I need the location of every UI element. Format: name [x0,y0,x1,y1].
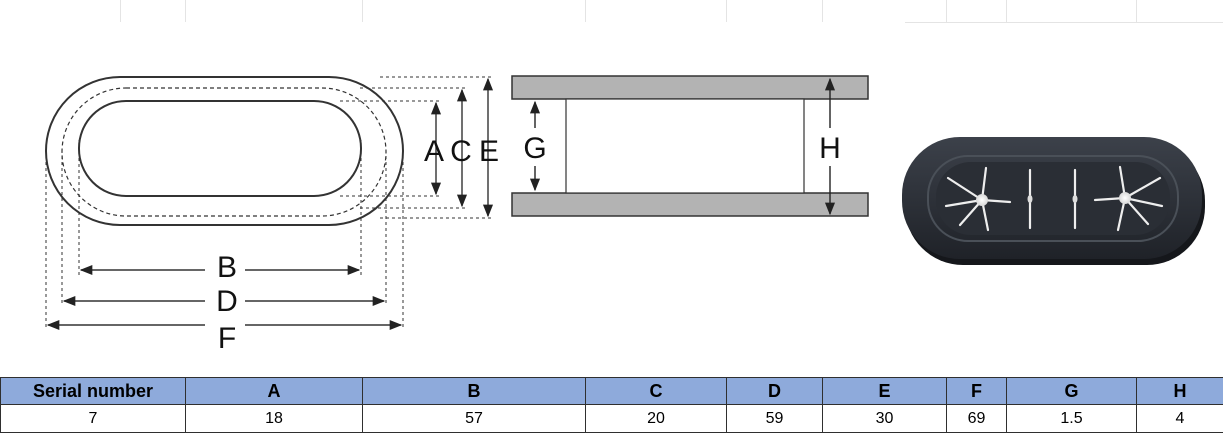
dimension-label-e: E [479,135,499,168]
technical-drawing: A C E B D F G H [45,75,1205,355]
table-row: 7 18 57 20 59 30 69 1.5 4 [0,404,1223,433]
top-panel [511,75,869,100]
table-cell: 18 [185,404,363,433]
table-cell: 30 [822,404,947,433]
grid-line [1006,0,1007,22]
grid-line [185,0,186,22]
table-cell: 59 [726,404,823,433]
grid-line [726,0,727,22]
section-view [511,75,869,217]
table-cell: 7 [0,404,186,433]
column-header-b: B [362,377,586,405]
column-header-a: A [185,377,363,405]
column-header-c: C [585,377,727,405]
grommet-photo [902,137,1205,265]
dimension-label-f: F [218,322,236,355]
outer-flange-outline [45,76,404,226]
column-header-e: E [822,377,947,405]
bottom-panel [511,192,869,217]
dimension-label-b: B [217,251,237,284]
column-header-serial-number: Serial number [0,377,186,405]
opening-outline [78,100,362,197]
column-header-f: F [946,377,1007,405]
table-cell: 20 [585,404,727,433]
front-view [45,76,494,331]
table-cell: 69 [946,404,1007,433]
grid-line [822,0,823,22]
spec-table: Serial number A B C D E F G H 7 18 57 20… [0,377,1223,433]
grid-line [946,0,947,22]
table-cell: 4 [1136,404,1223,433]
grommet-wall [565,98,805,194]
table-cell: 57 [362,404,586,433]
grid-line [362,0,363,22]
dimension-label-c: C [450,135,472,168]
grid-line [905,22,1223,23]
dimension-label-h: H [819,132,841,165]
table-header-row: Serial number A B C D E F G H [0,377,1223,405]
column-header-h: H [1136,377,1223,405]
dimension-label-d: D [216,285,238,318]
grid-line [585,0,586,22]
grid-line [120,0,121,22]
dimension-label-g: G [523,132,546,165]
grid-line [1136,0,1137,22]
column-header-d: D [726,377,823,405]
table-cell: 1.5 [1006,404,1137,433]
dimension-label-a: A [424,135,444,168]
column-header-g: G [1006,377,1137,405]
